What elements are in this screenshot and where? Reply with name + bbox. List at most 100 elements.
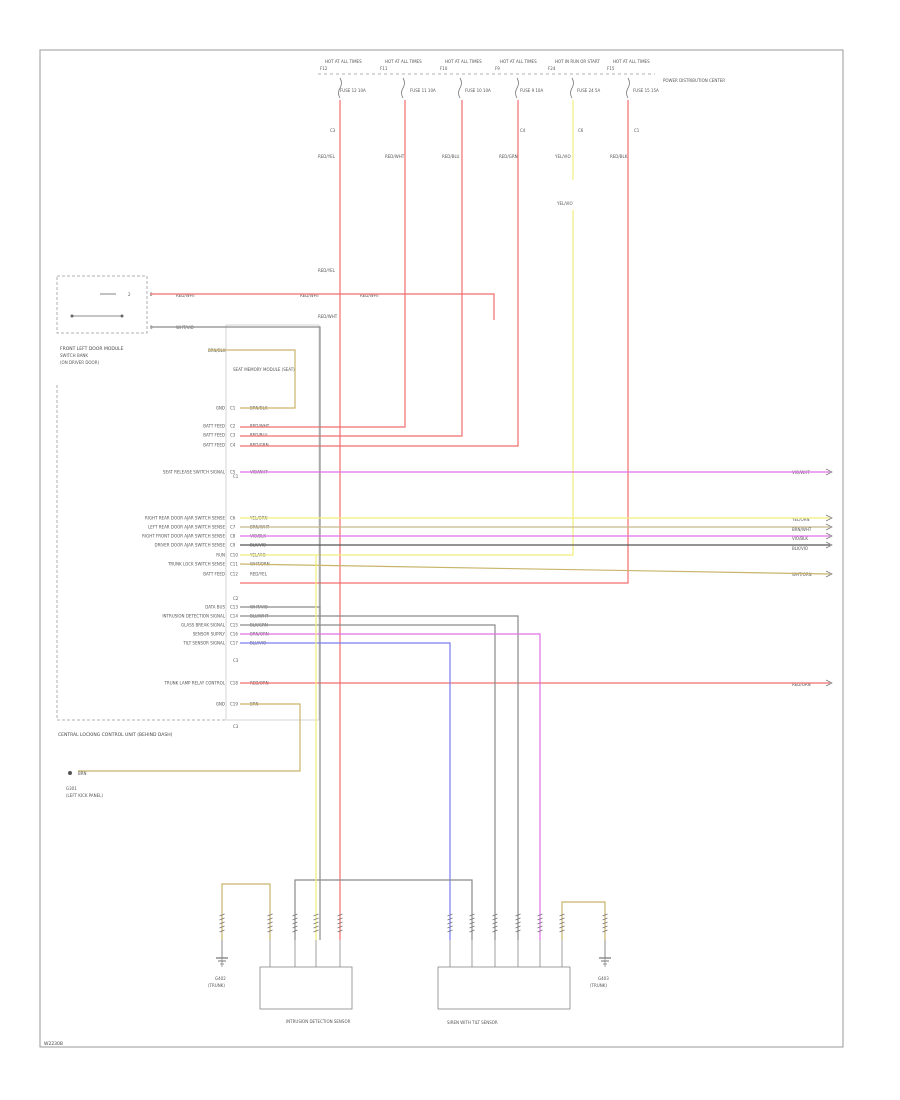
fuse-f15: HOT AT ALL TIMES F15 FUSE 15 15A	[607, 59, 659, 93]
module-row-label: TRUNK LAMP RELAY CONTROL	[163, 681, 225, 686]
module-row-label: BATT FEED	[203, 424, 225, 429]
switch-sub2: (ON DRIVER DOOR)	[60, 360, 99, 365]
module-row-label: GND	[216, 406, 225, 411]
switch-wire-label: RED/WHT	[360, 293, 380, 298]
fuse-code: F10	[440, 66, 448, 71]
module-bottom-label: CENTRAL LOCKING CONTROL UNIT (BEHIND DAS…	[58, 732, 173, 738]
wire-magenta	[240, 633, 541, 940]
module-boundary	[56, 385, 225, 721]
module-row-label: RIGHT REAR DOOR AJAR SWITCH SENSE	[145, 516, 225, 521]
module-row-pin: C6	[230, 516, 236, 521]
connector-pin-icon	[559, 913, 565, 967]
wire-blue	[240, 642, 451, 940]
wire-gray	[294, 879, 473, 940]
module-row-label: TILT SENSOR SIGNAL	[182, 641, 225, 646]
module-row-wire: RED/YEL	[250, 572, 268, 577]
fuse-top-label: HOT IN RUN OR START	[555, 59, 600, 64]
power-wire-labels: RED/YEL RED/WHT RED/BLU RED/GRN YEL/VIO …	[318, 154, 628, 319]
arrow-icon	[825, 468, 833, 476]
ground-desc: (TRUNK)	[208, 983, 225, 988]
right-label: WHT/ORN	[792, 572, 812, 577]
fuse-side-label: C3	[330, 128, 336, 133]
fuse-top-label: HOT AT ALL TIMES	[613, 59, 650, 64]
arrow-icon	[825, 541, 833, 549]
fuse-label: FUSE 12 10A	[340, 88, 366, 93]
wire-olive	[561, 901, 606, 940]
module-row-pin: C9	[230, 543, 236, 548]
switch-bank: 2 2 3 RED/WHT WHT/VIO RED/WHT RED/WHT FR…	[56, 275, 380, 365]
component-label: INTRUSION DETECTION SENSOR	[286, 1019, 351, 1024]
module-row-label: SEAT RELEASE SWITCH SIGNAL	[163, 470, 226, 475]
intrusion-sensor: INTRUSION DETECTION SENSOR	[259, 966, 353, 1024]
module-row-pin: C2	[230, 424, 236, 429]
switch-pin: 2	[128, 292, 131, 297]
right-label: YEL/ORN	[791, 517, 809, 522]
arrow-icon	[825, 514, 833, 522]
module-row-label: RIGHT FRONT DOOR AJAR SWITCH SENSE	[142, 534, 225, 539]
wire-label: YEL/VIO	[556, 201, 573, 206]
fuse-code: F11	[380, 66, 388, 71]
right-labels: VIO/WHT YEL/ORN BRN/WHT VIO/BLK BLK/VIO …	[791, 470, 812, 687]
wire-red	[240, 100, 463, 437]
wire-label: RED/YEL	[318, 154, 336, 159]
connector-pin-icon	[469, 913, 475, 967]
fuse-f12: HOT AT ALL TIMES F12 FUSE 12 10A	[320, 59, 366, 93]
diagram-frame	[39, 49, 844, 1048]
module-row-pin: C14	[230, 614, 238, 619]
wire-label: RED/WHT	[385, 154, 405, 159]
fuse-top-label: HOT AT ALL TIMES	[445, 59, 482, 64]
ground-label: G402	[215, 976, 226, 981]
ground-desc: (TRUNK)	[590, 983, 607, 988]
module-row-label: GLASS BREAK SIGNAL	[181, 623, 226, 628]
wire-label: RED/BLU	[442, 154, 460, 159]
fuse-code: F24	[548, 66, 556, 71]
wire-yellow	[240, 210, 574, 556]
fuse-block: HOT AT ALL TIMES F12 FUSE 12 10A HOT AT …	[318, 59, 725, 133]
module-connector-box	[225, 324, 320, 721]
module-row-label: RUN	[216, 553, 225, 558]
module-row-pin: C8	[230, 534, 236, 539]
ground-label: G403	[598, 976, 609, 981]
wire-label: RED/BLK	[610, 154, 628, 159]
right-label: RED/ORN	[792, 682, 811, 687]
module-row-label: GND	[216, 702, 225, 707]
connector-pin-icon	[219, 913, 225, 967]
module-name: SEAT MEMORY MODULE (SEAT)	[233, 367, 295, 372]
ground-desc: (LEFT KICK PANEL)	[66, 793, 103, 798]
module-row-wire: RED/BLU	[250, 433, 268, 438]
module-row-pin: C5	[230, 470, 236, 475]
wire-label: RED/GRN	[499, 154, 518, 159]
connector-pin-icon	[515, 913, 521, 967]
fuse-code: F12	[320, 66, 328, 71]
arrow-icon	[825, 570, 833, 578]
right-label: VIO/BLK	[792, 536, 808, 541]
module-row-pin: C4	[230, 443, 236, 448]
ground-bottom-left: G402 (TRUNK)	[208, 940, 228, 988]
diagram-code: W2230B	[44, 1041, 63, 1047]
wire-red	[240, 100, 519, 447]
module-row-label: TRUNK LOCK SWITCH SENSE	[167, 562, 226, 567]
module-row-pin: C16	[230, 632, 238, 637]
siren-tilt-sensor: SIREN WITH TILT SENSOR	[437, 966, 571, 1025]
module-row-pin: C7	[230, 525, 236, 530]
module-row-pin: C15	[230, 623, 238, 628]
connector-tag: C2	[233, 596, 239, 601]
right-label: BLK/VIO	[792, 546, 808, 551]
wire-red	[240, 100, 406, 428]
module-row-label: BATT FEED	[203, 433, 225, 438]
component-label: SIREN WITH TILT SENSOR	[447, 1020, 498, 1025]
module-row-label: BATT FEED	[203, 572, 225, 577]
connector-tag: C1	[233, 474, 239, 479]
module-row-pin: C13	[230, 605, 238, 610]
fuse-top-label: HOT AT ALL TIMES	[500, 59, 537, 64]
fuse-code: F9	[495, 66, 500, 71]
module-row-pin: C1	[230, 406, 236, 411]
connector-tag: C3	[233, 658, 239, 663]
connector-tag: C3	[233, 724, 239, 729]
connector-pin-icon	[537, 913, 543, 967]
module-row-label: INTRUSION DETECTION SIGNAL	[162, 614, 225, 619]
ground-left: BRN G301 (LEFT KICK PANEL)	[66, 771, 103, 798]
wire-red	[240, 100, 629, 584]
connector-symbols	[219, 913, 608, 967]
